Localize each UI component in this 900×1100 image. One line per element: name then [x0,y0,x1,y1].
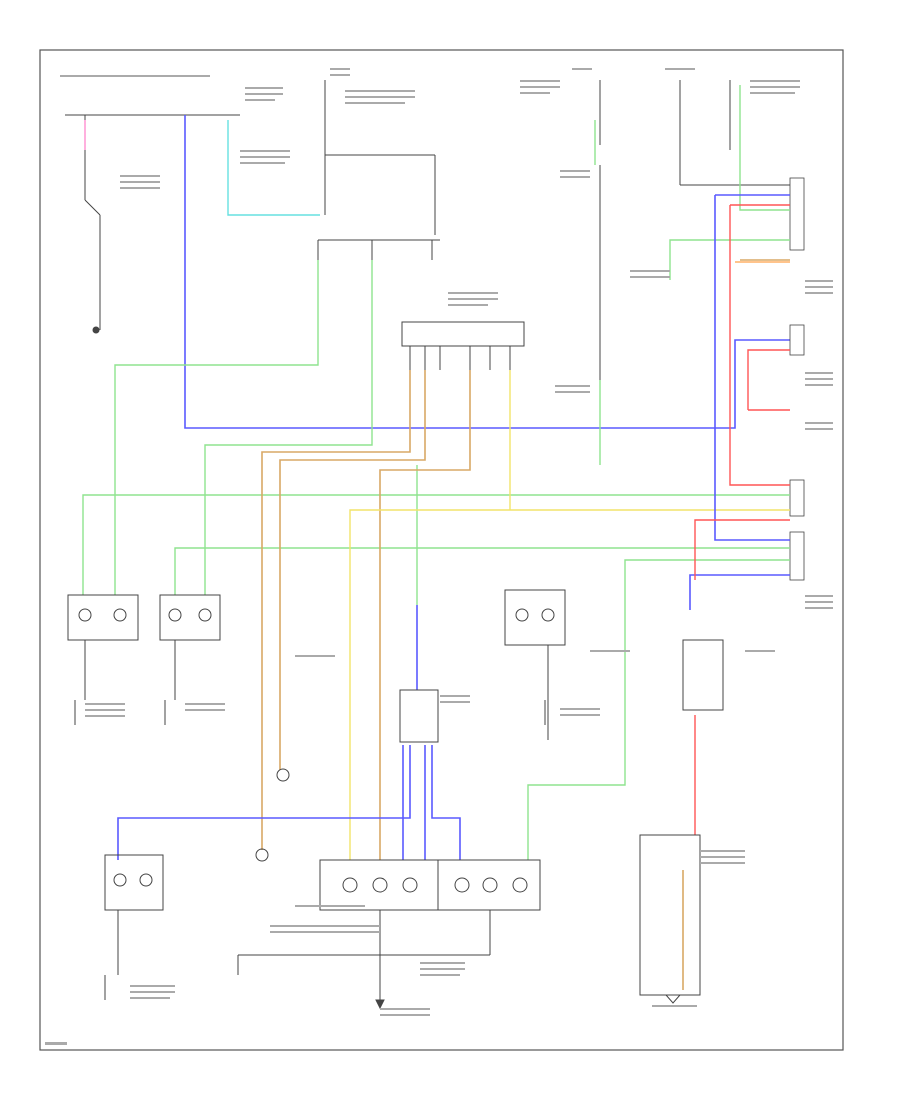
green-wires [82,85,790,860]
small-bulbs [255,639,724,996]
blue-wires-lower [117,194,790,860]
cyan-wire [227,120,320,216]
yellow-wire [349,509,790,860]
diagram-border [39,49,844,1051]
lamp-unit-lower-left [104,854,164,975]
top-power-bus [65,80,790,380]
lamp-unit-right [504,589,566,740]
lamp-unit-left-1 [67,594,139,700]
lamp-connector-block [401,321,525,347]
blue-wire-main [184,115,790,429]
right-connector-1 [789,177,805,581]
tan-wires [261,259,790,990]
label-placeholders [45,68,833,1045]
ground-bus [74,326,682,1010]
connector-pins [409,346,511,370]
gauge-cluster [319,859,541,911]
red-wires [694,204,790,835]
lamp-unit-left-2 [159,594,221,700]
